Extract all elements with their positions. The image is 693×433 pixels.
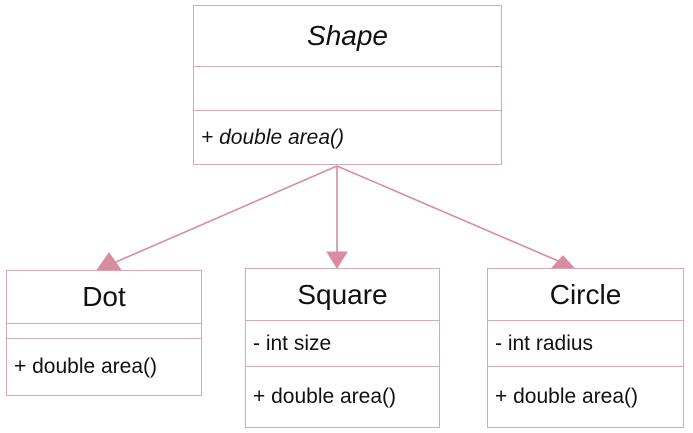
class-square-name: Square [297, 278, 388, 310]
class-shape-attributes [194, 66, 501, 110]
arrowhead-square [326, 251, 348, 269]
class-dot-attributes [7, 323, 201, 338]
connector-circle [336, 165, 564, 264]
class-circle-method: + double area() [488, 366, 683, 427]
class-square-attributes: - int size [246, 320, 439, 366]
class-shape-method: + double area() [194, 110, 501, 164]
class-circle-name: Circle [549, 278, 622, 310]
class-square-method: + double area() [246, 366, 439, 427]
class-square: Square - int size + double area() [245, 268, 440, 428]
class-dot-name: Dot [82, 281, 126, 312]
class-shape: Shape + double area() [193, 5, 502, 165]
class-dot: Dot + double area() [6, 270, 202, 396]
class-circle: Circle - int radius + double area() [487, 268, 684, 428]
connector-dot [115, 165, 338, 263]
class-circle-attributes: - int radius [488, 320, 683, 366]
class-dot-method: + double area() [7, 338, 201, 395]
class-shape-name: Shape [307, 20, 388, 51]
